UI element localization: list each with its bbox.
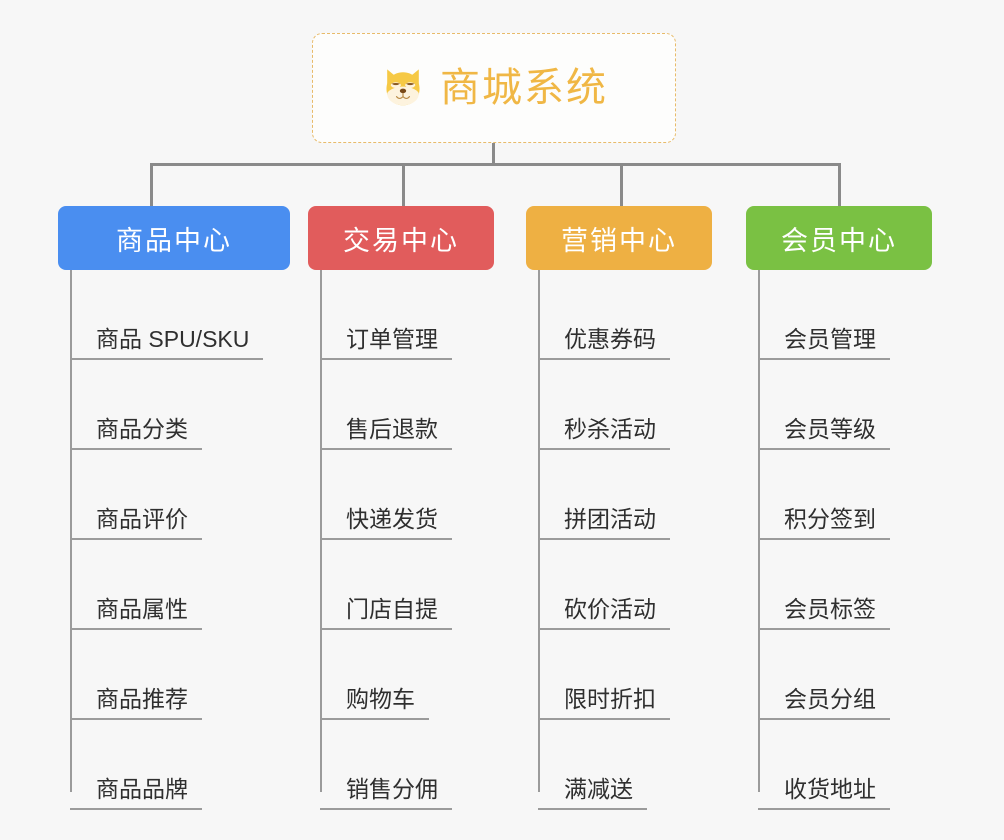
branch-trade-center: 交易中心 订单管理 售后退款 快递发货 门店自提 购物车 销售分佣 <box>308 206 494 810</box>
branch-spine <box>70 270 72 792</box>
leaf-label: 限时折扣 <box>538 686 670 720</box>
leaf-item[interactable]: 会员标签 <box>746 540 932 630</box>
leaf-label: 订单管理 <box>320 326 452 360</box>
leaf-item[interactable]: 会员等级 <box>746 360 932 450</box>
leaf-item[interactable]: 拼团活动 <box>526 450 712 540</box>
leaf-label: 商品评价 <box>70 506 202 540</box>
connector-drop-trade-center <box>402 163 405 206</box>
leaf-item[interactable]: 售后退款 <box>308 360 494 450</box>
branch-header-trade-center[interactable]: 交易中心 <box>308 206 494 270</box>
branch-spine <box>538 270 540 792</box>
leaf-item[interactable]: 商品 SPU/SKU <box>58 270 290 360</box>
leaf-label: 购物车 <box>320 686 429 720</box>
leaf-label: 砍价活动 <box>538 596 670 630</box>
leaf-list-trade-center: 订单管理 售后退款 快递发货 门店自提 购物车 销售分佣 <box>308 270 494 810</box>
branch-header-marketing-center[interactable]: 营销中心 <box>526 206 712 270</box>
leaf-label: 销售分佣 <box>320 776 452 810</box>
leaf-label: 积分签到 <box>758 506 890 540</box>
branch-marketing-center: 营销中心 优惠券码 秒杀活动 拼团活动 砍价活动 限时折扣 满减送 <box>526 206 712 810</box>
leaf-list-marketing-center: 优惠券码 秒杀活动 拼团活动 砍价活动 限时折扣 满减送 <box>526 270 712 810</box>
leaf-item[interactable]: 销售分佣 <box>308 720 494 810</box>
branch-header-member-center[interactable]: 会员中心 <box>746 206 932 270</box>
branch-spine <box>320 270 322 792</box>
leaf-item[interactable]: 商品品牌 <box>58 720 290 810</box>
leaf-item[interactable]: 限时折扣 <box>526 630 712 720</box>
leaf-item[interactable]: 优惠券码 <box>526 270 712 360</box>
leaf-item[interactable]: 积分签到 <box>746 450 932 540</box>
leaf-item[interactable]: 砍价活动 <box>526 540 712 630</box>
leaf-label: 售后退款 <box>320 416 452 450</box>
connector-drop-member-center <box>838 163 841 206</box>
branch-header-product-center[interactable]: 商品中心 <box>58 206 290 270</box>
shiba-dog-face-icon <box>386 69 420 106</box>
branch-member-center: 会员中心 会员管理 会员等级 积分签到 会员标签 会员分组 收货地址 <box>746 206 932 810</box>
leaf-label: 满减送 <box>538 776 647 810</box>
leaf-item[interactable]: 满减送 <box>526 720 712 810</box>
leaf-item[interactable]: 秒杀活动 <box>526 360 712 450</box>
leaf-item[interactable]: 会员管理 <box>746 270 932 360</box>
leaf-item[interactable]: 商品属性 <box>58 540 290 630</box>
branch-label: 营销中心 <box>561 225 677 256</box>
leaf-label: 商品属性 <box>70 596 202 630</box>
leaf-list-member-center: 会员管理 会员等级 积分签到 会员标签 会员分组 收货地址 <box>746 270 932 810</box>
leaf-label: 商品 SPU/SKU <box>70 326 264 360</box>
branch-product-center: 商品中心 商品 SPU/SKU 商品分类 商品评价 商品属性 商品推荐 商品品牌 <box>58 206 290 810</box>
leaf-item[interactable]: 快递发货 <box>308 450 494 540</box>
leaf-item[interactable]: 购物车 <box>308 630 494 720</box>
root-title: 商城系统 <box>440 66 608 110</box>
leaf-label: 快递发货 <box>320 506 452 540</box>
leaf-label: 会员分组 <box>758 686 890 720</box>
leaf-item[interactable]: 商品分类 <box>58 360 290 450</box>
leaf-label: 商品推荐 <box>70 686 202 720</box>
branch-label: 交易中心 <box>343 225 459 256</box>
leaf-label: 会员标签 <box>758 596 890 630</box>
leaf-item[interactable]: 商品评价 <box>58 450 290 540</box>
leaf-label: 会员管理 <box>758 326 890 360</box>
branch-label: 会员中心 <box>781 225 897 256</box>
leaf-label: 拼团活动 <box>538 506 670 540</box>
connector-drop-marketing-center <box>620 163 623 206</box>
leaf-label: 商品分类 <box>70 416 202 450</box>
leaf-label: 门店自提 <box>320 596 452 630</box>
leaf-list-product-center: 商品 SPU/SKU 商品分类 商品评价 商品属性 商品推荐 商品品牌 <box>58 270 290 810</box>
leaf-item[interactable]: 会员分组 <box>746 630 932 720</box>
root-node[interactable]: 商城系统 <box>312 33 676 143</box>
connector-horizontal-bus <box>150 163 840 166</box>
branch-spine <box>758 270 760 792</box>
leaf-item[interactable]: 订单管理 <box>308 270 494 360</box>
leaf-item[interactable]: 商品推荐 <box>58 630 290 720</box>
leaf-label: 优惠券码 <box>538 326 670 360</box>
branch-label: 商品中心 <box>116 225 232 256</box>
connector-drop-product-center <box>150 163 153 206</box>
leaf-label: 秒杀活动 <box>538 416 670 450</box>
leaf-label: 会员等级 <box>758 416 890 450</box>
leaf-label: 收货地址 <box>758 776 890 810</box>
connector-root-stem <box>492 143 495 165</box>
leaf-item[interactable]: 收货地址 <box>746 720 932 810</box>
leaf-item[interactable]: 门店自提 <box>308 540 494 630</box>
leaf-label: 商品品牌 <box>70 776 202 810</box>
